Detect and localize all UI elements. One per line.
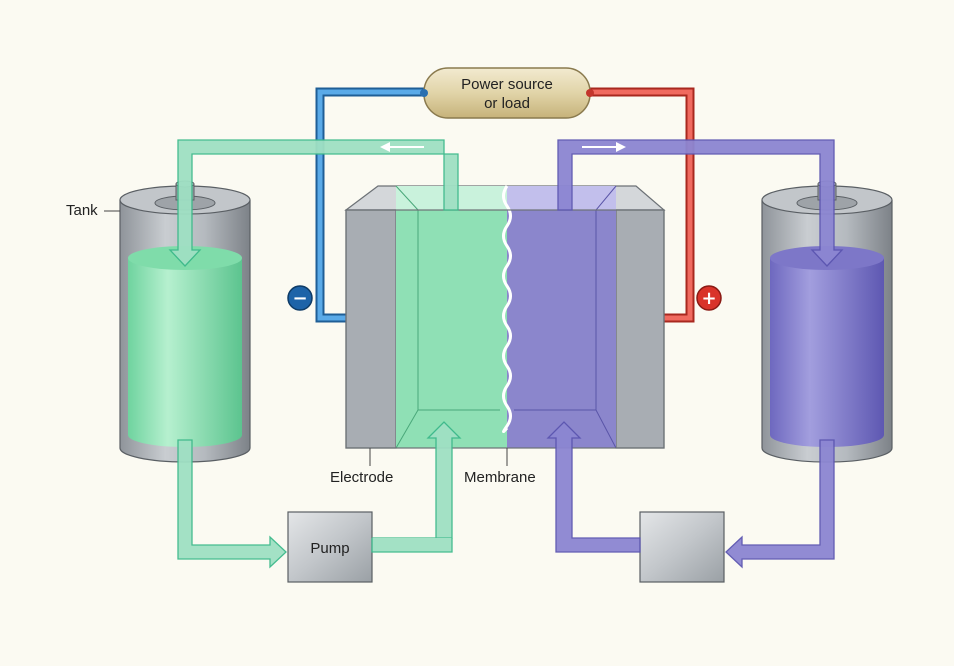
positive-wire (585, 87, 695, 323)
svg-text:+: + (701, 288, 716, 309)
pump-label: Pump (310, 540, 349, 557)
green-pipe-bottom (177, 421, 462, 569)
electrode-label: Electrode (330, 469, 393, 486)
membrane (502, 185, 512, 433)
purple-pipe-top (557, 139, 844, 267)
green-pipe-top (168, 139, 459, 267)
tank-label-group: Tank (66, 202, 120, 219)
purple-pipe-bottom (546, 421, 835, 569)
tank-label: Tank (66, 202, 98, 219)
membrane-label: Membrane (464, 469, 536, 486)
power-source-label-line2: or load (484, 95, 530, 112)
right-tank (761, 180, 893, 463)
negative-wire (315, 87, 428, 323)
right-pump (639, 511, 725, 583)
left-pump: Pump (287, 511, 373, 583)
negative-terminal-icon: − (287, 285, 313, 311)
power-source: Power source or load (420, 67, 594, 119)
electrode-label-group: Electrode (330, 448, 393, 486)
power-source-label-line1: Power source (461, 76, 553, 93)
flow-arrow-left-icon (380, 142, 424, 152)
positive-terminal-icon: + (696, 285, 722, 311)
cell-stack (344, 185, 666, 449)
svg-text:−: − (292, 288, 307, 309)
membrane-label-group: Membrane (464, 448, 536, 486)
flow-arrow-right-icon (582, 142, 626, 152)
